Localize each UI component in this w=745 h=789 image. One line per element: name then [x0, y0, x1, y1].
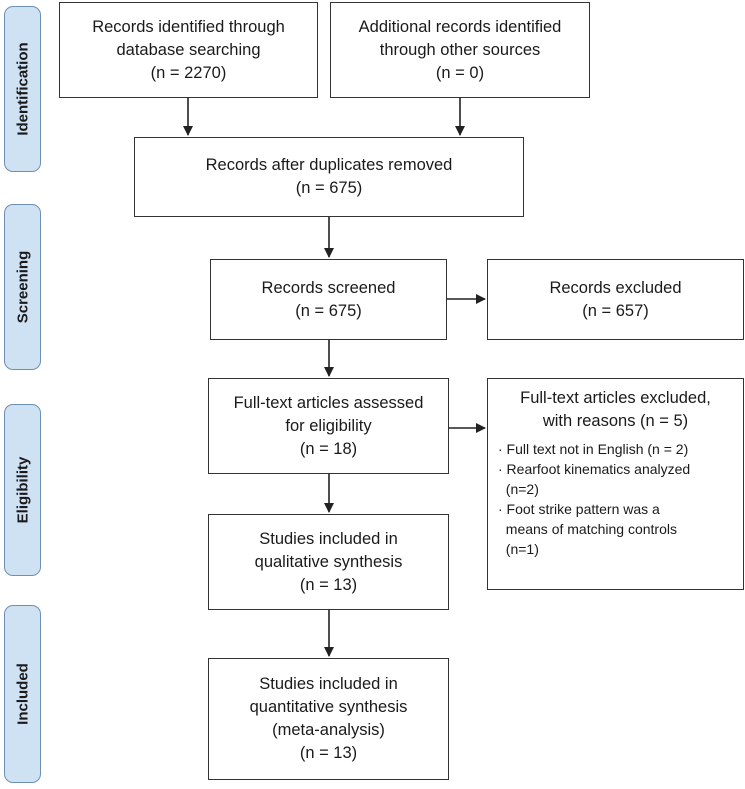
reason-item: · Rearfoot kinematics analyzed	[498, 461, 691, 477]
phase-identification: Identification	[4, 6, 41, 172]
qualitative-synthesis-box: Studies included in qualitative synthesi…	[208, 514, 449, 610]
box-line: Studies included in	[259, 675, 398, 693]
fulltext-excluded-box: Full-text articles excluded, with reason…	[487, 378, 744, 590]
box-line: (n = 2270)	[150, 63, 227, 82]
box-line: for eligibility	[285, 416, 372, 435]
box-line: Additional records identified	[358, 17, 562, 36]
phase-included: Included	[4, 605, 41, 783]
box-line: qualitative synthesis	[254, 552, 403, 571]
fulltext-assessed-box: Full-text articles assessed for eligibil…	[208, 378, 449, 474]
database-records-box: Records identified through database sear…	[59, 2, 318, 98]
box-line: Full-text articles excluded,	[520, 389, 711, 407]
box-line: (n = 675)	[295, 179, 363, 197]
box-line: (n = 13)	[299, 744, 358, 762]
reason-item: (n=1)	[498, 541, 539, 557]
reason-item: · Full text not in English (n = 2)	[498, 441, 689, 457]
box-line: (meta-analysis)	[272, 721, 385, 739]
box-line: Studies included in	[259, 529, 398, 548]
after-duplicates-box: Records after duplicates removed (n = 67…	[134, 137, 524, 217]
phase-screening: Screening	[4, 204, 41, 370]
quantitative-synthesis-box: Studies included in quantitative synthes…	[208, 658, 449, 780]
box-line: database searching	[116, 40, 261, 59]
box-line: Records screened	[261, 278, 396, 297]
box-line: Records after duplicates removed	[205, 156, 453, 174]
box-line: (n = 657)	[582, 301, 649, 320]
records-screened-box: Records screened (n = 675)	[210, 259, 447, 340]
reason-item: · Foot strike pattern was a	[498, 501, 660, 517]
box-line: (n = 13)	[299, 575, 358, 594]
box-line: quantitative synthesis	[249, 698, 408, 716]
reason-item: (n=2)	[498, 481, 539, 497]
box-line: through other sources	[379, 40, 541, 59]
box-line: Records identified through	[92, 17, 285, 36]
records-excluded-box: Records excluded (n = 657)	[487, 259, 744, 340]
box-line: (n = 18)	[299, 439, 358, 458]
reason-item: means of matching controls	[498, 521, 677, 537]
box-line: (n = 675)	[295, 301, 362, 320]
other-sources-box: Additional records identified through ot…	[330, 2, 590, 98]
phase-eligibility: Eligibility	[4, 404, 41, 576]
box-line: Records excluded	[549, 278, 682, 297]
box-line: Full-text articles assessed	[233, 393, 424, 412]
box-line: (n = 0)	[435, 63, 485, 82]
box-line: with reasons (n = 5)	[542, 412, 689, 430]
exclusion-reasons-list: · Full text not in English (n = 2) · Rea…	[494, 439, 737, 559]
